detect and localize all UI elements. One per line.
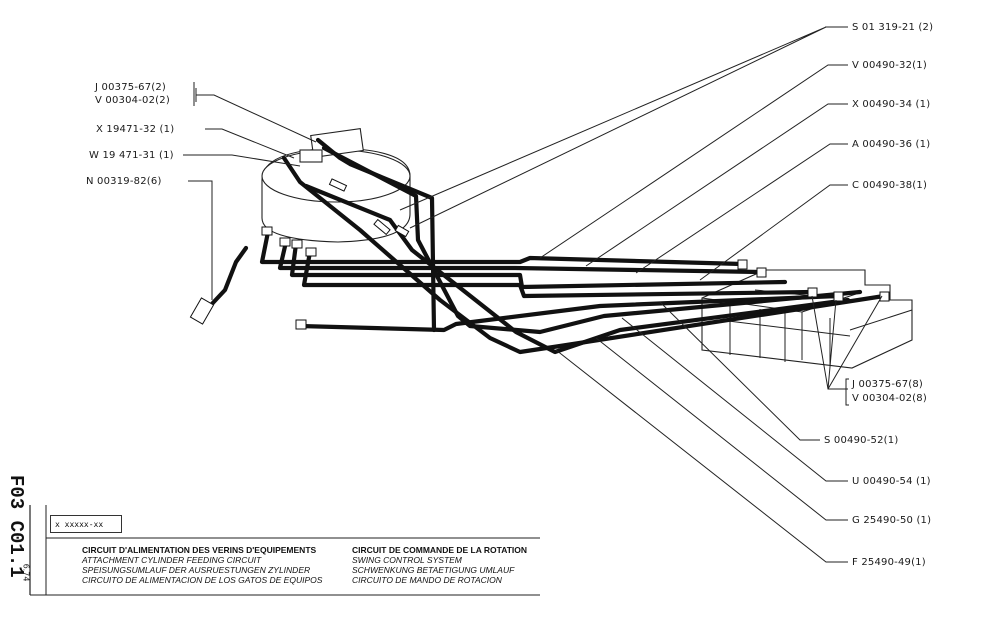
hose-fittings [189, 178, 890, 330]
title-left-es: CIRCUITO DE ALIMENTACION DE LOS GATOS DE… [82, 575, 323, 585]
title-right-de: SCHWENKUNG BETAETIGUNG UMLAUF [352, 565, 515, 575]
label-s-01319-21: S 01 319-21 (2) [852, 22, 933, 33]
label-c-00490-38: C 00490-38(1) [852, 180, 927, 191]
title-left-de: SPEISUNGSUMLAUF DER AUSRUESTUNGEN ZYLIND… [82, 565, 311, 575]
label-n-00319-82: N 00319-82(6) [86, 176, 162, 187]
title-right-en: SWING CONTROL SYSTEM [352, 555, 462, 565]
bracket-right [845, 378, 849, 406]
drawing-date-text: 6.74 [21, 563, 31, 582]
label-g-25490-50: G 25490-50 (1) [852, 515, 931, 526]
label-s-00490-52: S 00490-52(1) [824, 435, 898, 446]
title-right-es: CIRCUITO DE MANDO DE ROTACION [352, 575, 502, 585]
label-w-19471-31: W 19 471-31 (1) [89, 150, 174, 161]
label-u-00490-54: U 00490-54 (1) [852, 476, 931, 487]
title-left-fr: CIRCUIT D'ALIMENTATION DES VERINS D'EQUI… [82, 545, 317, 555]
label-v-00490-32: V 00490-32(1) [852, 60, 927, 71]
title-block-rules [29, 505, 540, 596]
reference-code-box: x xxxxx-xx [50, 515, 122, 533]
sheet-code: F03 C01.1 [4, 475, 27, 608]
label-v-00304-02-2: V 00304-02(2) [95, 95, 170, 106]
sheet-code-text: F03 C01.1 [5, 475, 27, 578]
label-x-19471-32: X 19471-32 (1) [96, 124, 174, 135]
label-j-00375-67-2: J 00375-67(2) [94, 82, 166, 93]
title-right-column: CIRCUIT DE COMMANDE DE LA ROTATION SWING… [352, 545, 527, 585]
label-x-00490-34: X 00490-34 (1) [852, 99, 930, 110]
leader-lines [183, 26, 883, 563]
part-number-labels: J 00375-67(2) V 00304-02(2) X 19471-32 (… [86, 22, 933, 568]
label-f-25490-49: F 25490-49(1) [852, 557, 926, 568]
drawing-date: 6.74 [21, 560, 45, 590]
label-a-00490-36: A 00490-36 (1) [852, 139, 930, 150]
label-j-00375-67-8: J 00375-67(8) [851, 379, 923, 390]
title-right-fr: CIRCUIT DE COMMANDE DE LA ROTATION [352, 545, 528, 555]
title-left-en: ATTACHMENT CYLINDER FEEDING CIRCUIT [82, 555, 262, 565]
title-left-column: CIRCUIT D'ALIMENTATION DES VERINS D'EQUI… [82, 545, 322, 585]
label-v-00304-02-8: V 00304-02(8) [852, 393, 927, 404]
